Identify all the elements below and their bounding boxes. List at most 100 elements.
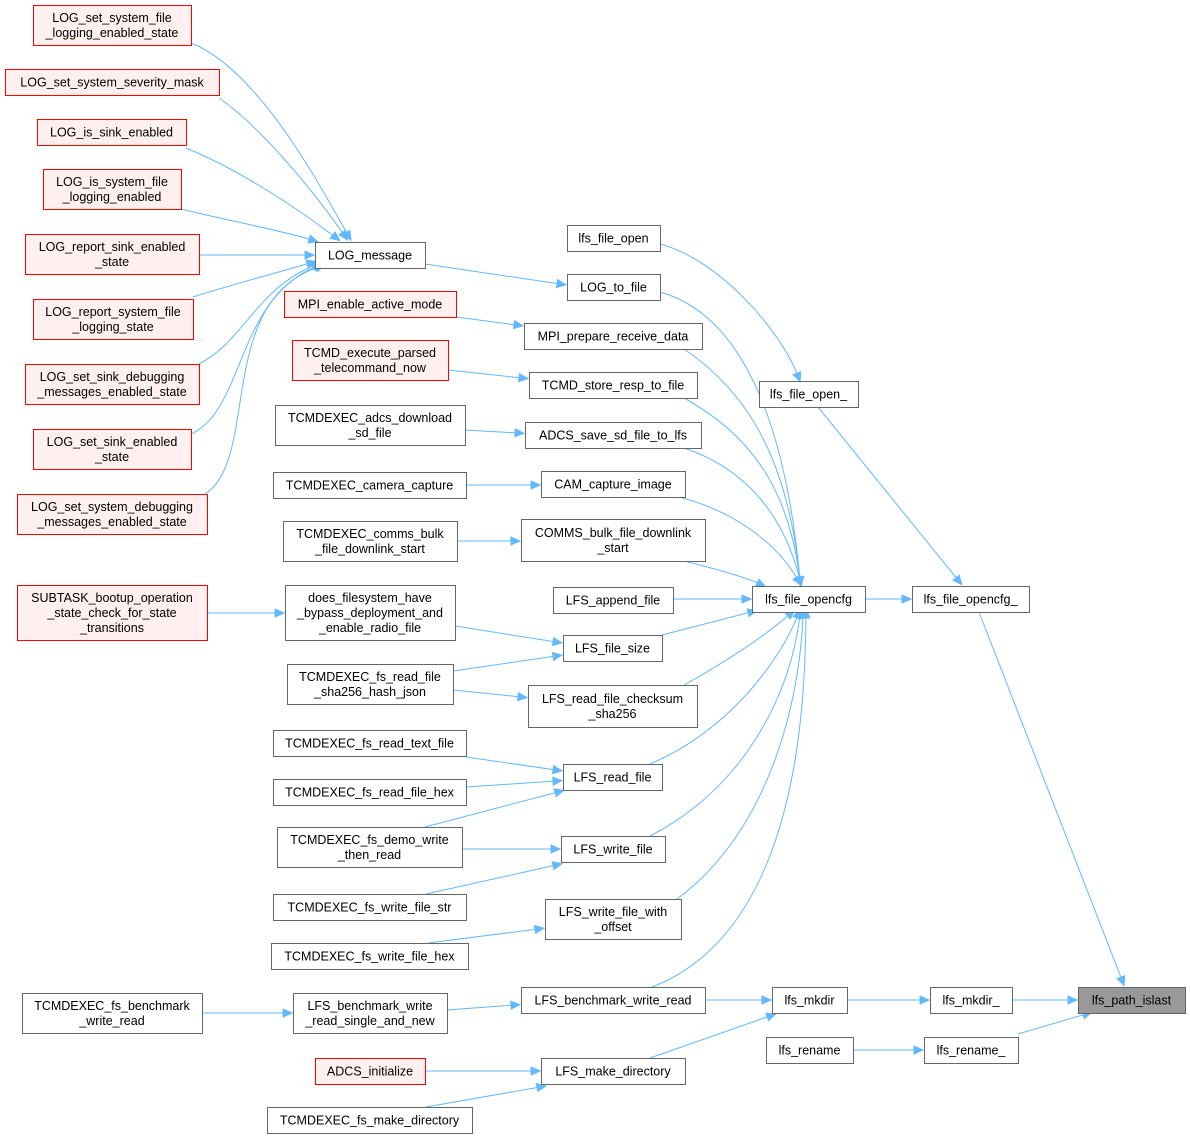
edge-line [424, 263, 561, 285]
node-log-report-sink-en[interactable]: LOG_report_sink_enabled_state [25, 234, 200, 275]
edge-arrowhead [1116, 975, 1126, 987]
node-label-line: _logging_enabled_state [45, 26, 179, 40]
edge-line [447, 369, 523, 379]
node-mpi-prepare[interactable]: MPI_prepare_receive_data [524, 323, 703, 350]
edge-log_is_sink_en-to-log_message [185, 147, 341, 242]
node-label-line: _state [94, 450, 129, 464]
node-log-to-file[interactable]: LOG_to_file [567, 274, 661, 301]
node-lfs-file-opencfg[interactable]: lfs_file_opencfg [752, 586, 866, 613]
node-log-set-sys-dbg[interactable]: LOG_set_system_debugging_messages_enable… [17, 494, 208, 535]
node-lfs-mkdir[interactable]: lfs_mkdir [772, 987, 848, 1014]
edge-fs_make_dir-to-lfs_make_dir [425, 1082, 548, 1108]
node-lfs-file-open-[interactable]: lfs_file_open_ [759, 381, 859, 408]
node-label-line: TCMDEXEC_fs_write_file_str [288, 901, 452, 915]
node-lfs-write-offset[interactable]: LFS_write_file_with_offset [545, 899, 682, 940]
node-box [37, 119, 187, 146]
edge-arrowhead [801, 607, 811, 619]
node-box [561, 836, 666, 863]
node-label-line: ADCS_initialize [327, 1065, 413, 1079]
node-fs-read-text[interactable]: TCMDEXEC_fs_read_text_file [273, 730, 467, 757]
edge-line [676, 614, 804, 900]
node-comms-bulk-start[interactable]: COMMS_bulk_file_downlink_start [521, 519, 706, 562]
edge-line [192, 262, 311, 298]
edge-arrowhead [518, 372, 530, 383]
node-comms-bulk[interactable]: TCMDEXEC_comms_bulk_file_downlink_start [283, 521, 458, 562]
node-lfs-read-checksum[interactable]: LFS_read_file_checksum_sha256 [528, 685, 698, 728]
edge-arrowhead [913, 1045, 925, 1055]
node-adcs-init[interactable]: ADCS_initialize [315, 1058, 426, 1085]
node-log-is-sys-file-log-en[interactable]: LOG_is_system_file_logging_enabled [43, 169, 182, 210]
node-box [277, 827, 463, 868]
edge-arrowhead [551, 861, 564, 871]
node-does-fs[interactable]: does_filesystem_have_bypass_deployment_a… [285, 585, 456, 641]
node-box [521, 987, 706, 1014]
edge-cam_capture-to-lfs_file_opencfg [678, 496, 802, 587]
edge-line [218, 97, 345, 236]
node-fs-benchmark[interactable]: TCMDEXEC_fs_benchmark_write_read [22, 993, 203, 1034]
edge-lfs_read_checksum-to-lfs_file_opencfg [683, 609, 796, 686]
node-adcs-download[interactable]: TCMDEXEC_adcs_download_sd_file [275, 405, 466, 446]
node-adcs-save[interactable]: ADCS_save_sd_file_to_lfs [525, 422, 702, 449]
node-label-line: _state [94, 255, 129, 269]
node-log-set-sink-en[interactable]: LOG_set_sink_enabled_state [33, 429, 192, 470]
node-fs-make-dir[interactable]: TCMDEXEC_fs_make_directory [267, 1107, 473, 1134]
node-lfs-bench-single[interactable]: LFS_benchmark_write_read_single_and_new [293, 993, 448, 1034]
edge-lfs_rename_-to-lfs_path_islast [1017, 1010, 1093, 1035]
node-lfs-bench-wr[interactable]: LFS_benchmark_write_read [521, 987, 706, 1014]
edge-line [180, 208, 313, 241]
edge-fs_write_str-to-lfs_write_file [425, 861, 564, 895]
node-subtask-bootup[interactable]: SUBTASK_bootup_operation_state_check_for… [17, 585, 208, 641]
edge-line [817, 406, 959, 581]
node-lfs-mkdir-[interactable]: lfs_mkdir_ [930, 987, 1013, 1014]
node-lfs-path-islast[interactable]: lfs_path_islast [1078, 987, 1186, 1014]
node-box [545, 899, 682, 940]
node-lfs-write-file[interactable]: LFS_write_file [561, 836, 666, 863]
node-box [267, 1107, 473, 1134]
edge-fs_write_hex-to-lfs_write_offset [427, 924, 546, 944]
edge-arrowhead [338, 229, 349, 241]
node-log-report-sys-file[interactable]: LOG_report_system_file_logging_state [33, 299, 194, 340]
node-lfs-file-size[interactable]: LFS_file_size [563, 635, 663, 662]
node-log-sys-sev-mask[interactable]: LOG_set_system_severity_mask [5, 69, 220, 96]
node-label-line: TCMD_store_resp_to_file [542, 379, 684, 393]
node-fs-read-sha[interactable]: TCMDEXEC_fs_read_file_sha256_hash_json [287, 664, 454, 705]
node-box [563, 764, 663, 791]
node-fs-demo-write[interactable]: TCMDEXEC_fs_demo_write_then_read [277, 827, 463, 868]
node-tcmd-store[interactable]: TCMD_store_resp_to_file [529, 372, 698, 399]
node-lfs-make-dir[interactable]: LFS_make_directory [541, 1058, 686, 1085]
edge-line [452, 689, 522, 698]
node-lfs-file-opencfg-[interactable]: lfs_file_opencfg_ [912, 586, 1030, 613]
node-box [284, 291, 457, 318]
edge-fs_read_sha-to-lfs_read_checksum [452, 689, 529, 702]
node-label-line: lfs_rename_ [937, 1044, 1007, 1058]
edge-log_sys_sev_mask-to-log_message [218, 97, 349, 241]
node-log-sys-file-log-en-state[interactable]: LOG_set_system_file_logging_enabled_stat… [33, 5, 192, 46]
node-log-message[interactable]: LOG_message [315, 242, 426, 269]
node-fs-write-hex[interactable]: TCMDEXEC_fs_write_file_hex [271, 943, 469, 970]
node-lfs-rename-[interactable]: lfs_rename_ [924, 1037, 1019, 1064]
edge-line [649, 614, 801, 837]
node-fs-write-str[interactable]: TCMDEXEC_fs_write_file_str [273, 894, 467, 921]
node-cam-capture[interactable]: CAM_capture_image [541, 471, 686, 498]
edge-arrowhead [551, 764, 564, 775]
node-label-line: LOG_set_sink_debugging [40, 370, 185, 384]
node-fs-read-hex[interactable]: TCMDEXEC_fs_read_file_hex [273, 779, 467, 806]
edge-line [683, 447, 801, 581]
node-label-line: _read_single_and_new [304, 1014, 435, 1028]
node-log-set-sink-dbg[interactable]: LOG_set_sink_debugging_messages_enabled_… [25, 364, 200, 405]
node-label-line: _transitions [79, 621, 144, 635]
node-tcmd-execute[interactable]: TCMD_execute_parsed_telecommand_now [292, 340, 449, 381]
edge-subtask_bootup-to-does_fs [207, 608, 286, 618]
node-log-is-sink-en[interactable]: LOG_is_sink_enabled [37, 119, 187, 146]
node-mpi-enable[interactable]: MPI_enable_active_mode [284, 291, 457, 318]
edge-line [425, 864, 557, 895]
edge-does_fs-to-lfs_file_size [454, 625, 564, 647]
node-lfs-file-open[interactable]: lfs_file_open [567, 225, 661, 252]
node-camera-capture[interactable]: TCMDEXEC_camera_capture [273, 472, 467, 499]
edge-fs_read_text-to-lfs_read_file [465, 756, 564, 775]
call-graph-nodes: LOG_set_system_file_logging_enabled_stat… [5, 5, 1186, 1134]
node-lfs-append[interactable]: LFS_append_file [553, 587, 674, 614]
node-lfs-read-file[interactable]: LFS_read_file [563, 764, 663, 791]
node-lfs-rename[interactable]: lfs_rename [766, 1037, 854, 1064]
